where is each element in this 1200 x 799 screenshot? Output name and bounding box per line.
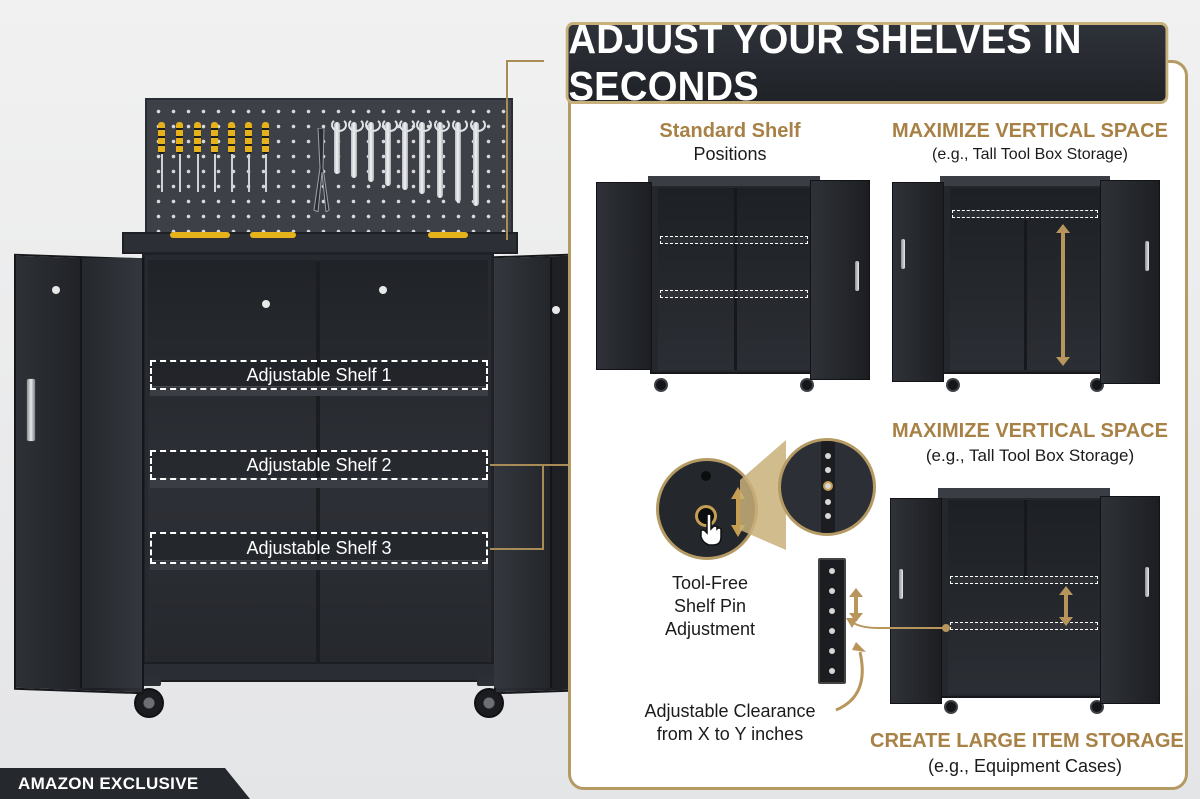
mini-door-left [892,182,944,382]
pegboard [145,98,513,246]
wrench-icon [365,118,381,182]
shelf-label-1: Adjustable Shelf 1 [150,360,488,390]
mini-cabinet-standard [648,176,820,392]
door-handle [26,378,36,442]
banner-title: ADJUST YOUR SHELVES IN SECONDS [565,16,1169,109]
pin-strip-icon [818,558,846,684]
mini-cabinet-vertical-top [940,176,1110,392]
caster-wheel-icon [132,676,166,720]
clearance-line: from X to Y inches [656,724,804,744]
wrench-icon [452,118,468,202]
mini-door-left [890,498,942,704]
shelf-label-2: Adjustable Shelf 2 [150,450,488,480]
screwdriver-icon [262,122,269,192]
large-item-title: CREATE LARGE ITEM STORAGE [870,730,1184,752]
door-lock [52,286,60,294]
shelf-label-3: Adjustable Shelf 3 [150,532,488,564]
clearance-caption: Adjustable Clearance from X to Y inches [640,700,820,746]
tool-free-line: Tool-Free [671,573,749,593]
mount-hole [379,286,387,294]
connector-line [506,60,508,240]
vertical-top-title: MAXIMIZE VERTICAL SPACE [892,120,1168,142]
large-item-subtitle: (e.g., Equipment Cases) [927,756,1123,776]
standard-title: Standard Shelf [659,120,801,142]
double-arrow-icon [1059,586,1073,626]
connector-curves [835,618,948,712]
wrench-icon [331,118,347,174]
wrench-icon [416,118,432,194]
left-door-inner [80,258,142,688]
vertical-mid-title: MAXIMIZE VERTICAL SPACE [892,420,1168,442]
tool-free-caption: Tool-Free Shelf Pin Adjustment [640,572,780,641]
connector-dot [942,624,950,632]
pliers-icon [312,127,330,213]
tool-free-line: Adjustment [664,619,756,639]
clearance-line: Adjustable Clearance [644,701,816,721]
connector-line [542,464,544,550]
screwdriver-icon [228,122,235,192]
connector-line [506,60,544,62]
door-lock [552,306,560,314]
screwdriver-icon [250,232,296,238]
mini-door-right [1100,180,1160,384]
screwdriver-icon [428,232,468,238]
mini-door-right [1100,496,1160,704]
mini-cabinet-large-item [938,488,1110,714]
wrench-icon [382,118,398,186]
zoom-cone [740,440,786,550]
mount-hole [262,300,270,308]
double-arrow-icon [849,588,863,622]
vertical-top-subtitle: (e.g., Tall Tool Box Storage) [932,146,1128,163]
screwdriver-icon [245,122,252,192]
double-arrow-icon [731,487,745,537]
wrench-icon [434,118,450,198]
standard-subtitle: Positions [693,144,767,164]
wrench-icon [348,118,364,178]
shelf [150,560,488,570]
wrench-icon [470,118,486,206]
zoom-detail-circle [778,438,876,536]
cabinet-base [124,662,516,682]
screwdriver-icon [194,122,201,192]
double-arrow-icon [1056,224,1070,366]
mini-door-right [810,180,870,380]
wrench-icon [399,118,415,190]
screwdriver-icon [170,232,230,238]
mini-door-left [596,182,652,370]
connector-line [490,464,590,466]
screwdriver-icon [158,122,165,192]
shelf [150,386,488,396]
tool-free-line: Shelf Pin [673,596,747,616]
screwdriver-icon [211,122,218,192]
screwdriver-icon [176,122,183,192]
vertical-mid-subtitle: (e.g., Tall Tool Box Storage) [925,446,1135,465]
hand-pointer-icon [699,513,725,547]
connector-line [490,548,544,550]
amazon-exclusive-badge: AMAZON EXCLUSIVE [0,768,250,799]
cabinet-divider [316,262,320,662]
